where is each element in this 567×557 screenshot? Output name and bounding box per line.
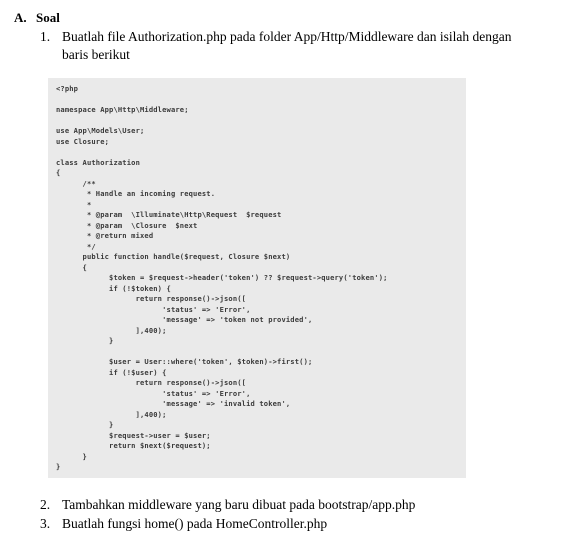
- code-block: [48, 78, 466, 478]
- code-snippet: <?php namespace App\Http\Middleware; use…: [56, 84, 388, 471]
- section-title: Soal: [36, 10, 60, 25]
- list-item-text: Buatlah fungsi home() pada HomeControlle…: [62, 516, 328, 531]
- section-heading: A. Soal: [14, 10, 60, 26]
- section-letter: A.: [14, 10, 27, 25]
- list-item-number: 2.: [40, 497, 51, 512]
- list-item-number: 3.: [40, 516, 51, 531]
- list-item-text: Tambahkan middleware yang baru dibuat pa…: [62, 497, 416, 512]
- list-item-text: Buatlah file Authorization.php pada fold…: [62, 29, 512, 62]
- list-item-number: 1.: [40, 29, 51, 44]
